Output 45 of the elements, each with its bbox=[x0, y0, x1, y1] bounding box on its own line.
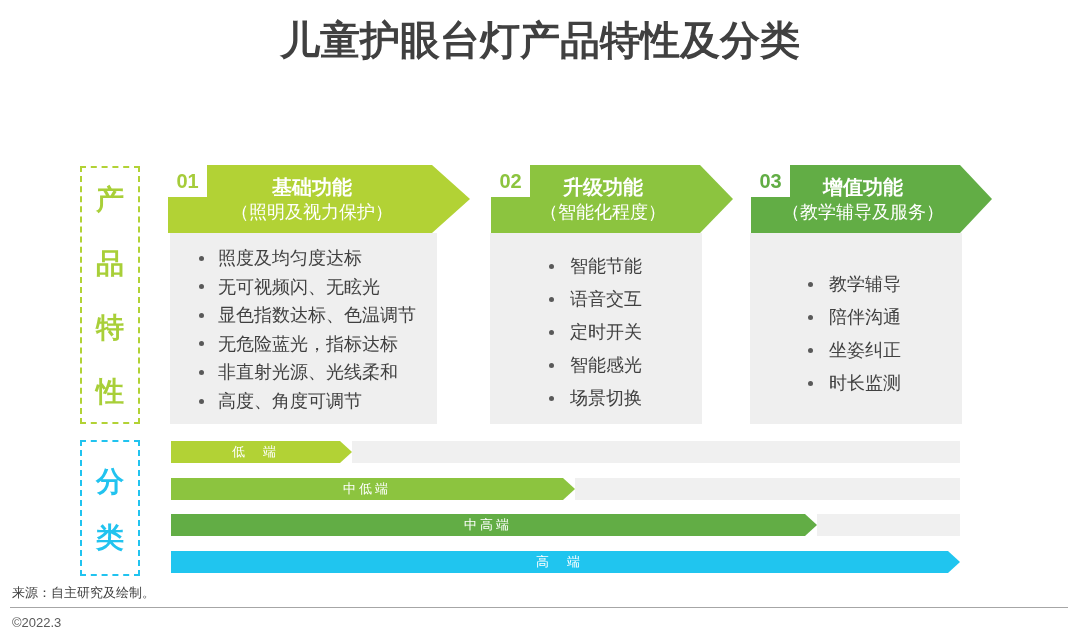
arrow-bar bbox=[171, 478, 575, 500]
banner-heading: 增值功能 bbox=[823, 175, 903, 199]
arrow-bar bbox=[171, 551, 960, 573]
banner-subtitle: （智能化程度） bbox=[540, 201, 666, 224]
list-item: 坐姿纠正 bbox=[829, 339, 901, 362]
arrow-bar bbox=[171, 441, 352, 463]
source-note: 来源：自主研究及绘制。 bbox=[12, 584, 155, 602]
vertical-label: 产品特性 bbox=[95, 183, 125, 409]
vertical-label: 分类 bbox=[95, 465, 125, 555]
content-panel bbox=[170, 233, 437, 424]
list-item: 智能感光 bbox=[570, 354, 642, 377]
arrow-banner bbox=[491, 165, 733, 233]
content-panel bbox=[490, 233, 702, 424]
dashed-frame bbox=[80, 166, 140, 424]
list-item: 定时开关 bbox=[570, 321, 642, 344]
bar-label: 低 端 bbox=[232, 443, 279, 461]
content-panel bbox=[750, 233, 962, 424]
arrow-banner bbox=[168, 165, 470, 233]
arrow-bar bbox=[171, 514, 817, 536]
list-item: 场景切换 bbox=[570, 387, 642, 410]
list-item: 时长监测 bbox=[829, 372, 901, 395]
list-item: 智能节能 bbox=[570, 255, 642, 278]
number-badge: 03 bbox=[751, 165, 790, 197]
title: 儿童护眼台灯产品特性及分类 bbox=[280, 17, 800, 64]
dashed-frame bbox=[80, 440, 140, 576]
banner-subtitle: （照明及视力保护） bbox=[231, 201, 393, 224]
number-badge: 01 bbox=[168, 165, 207, 197]
bar-label: 高 端 bbox=[536, 553, 583, 571]
list-item: 陪伴沟通 bbox=[829, 306, 901, 329]
banner-subtitle: （教学辅导及服务） bbox=[782, 201, 944, 224]
banner-heading: 基础功能 bbox=[272, 175, 352, 199]
list-item: 显色指数达标、色温调节 bbox=[218, 304, 416, 328]
list-item: 教学辅导 bbox=[829, 273, 901, 296]
list-item: 高度、角度可调节 bbox=[218, 390, 362, 413]
bar-label: 中高端 bbox=[464, 516, 512, 534]
list-item: 语音交互 bbox=[570, 288, 642, 311]
bar-label: 中低端 bbox=[343, 480, 391, 498]
list-item: 无危险蓝光，指标达标 bbox=[218, 332, 398, 356]
arrow-banner bbox=[751, 165, 992, 233]
list-item: 无可视频闪、无眩光 bbox=[218, 275, 380, 299]
number-badge: 02 bbox=[491, 165, 530, 197]
banner-heading: 升级功能 bbox=[563, 175, 643, 199]
copyright-note: ©2022.3 bbox=[12, 614, 62, 632]
list-item: 非直射光源、光线柔和 bbox=[218, 361, 398, 385]
list-item: 照度及均匀度达标 bbox=[218, 247, 362, 270]
